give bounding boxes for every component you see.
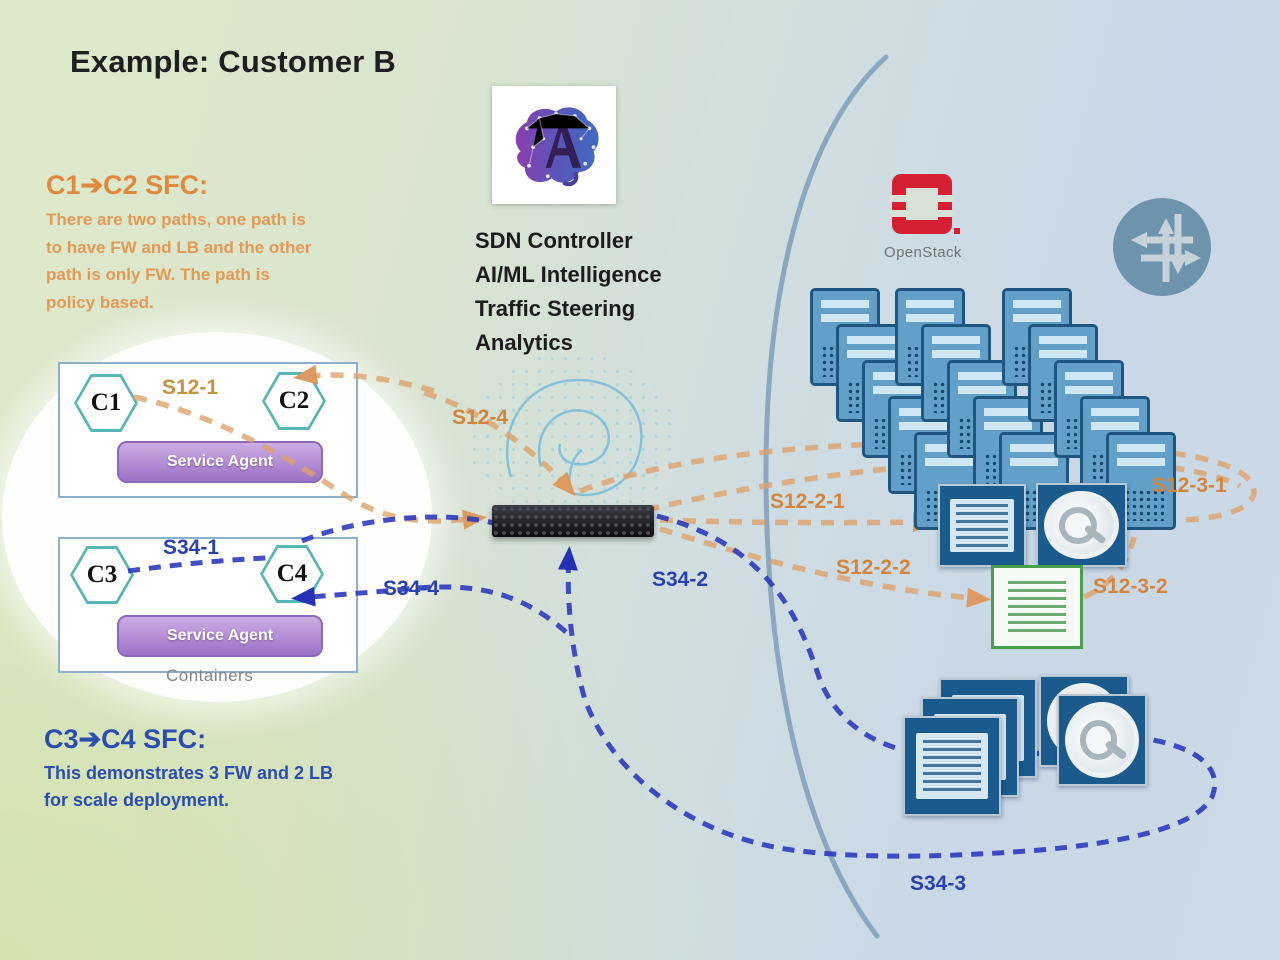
sfc-c12-description: There are two paths, one path is to have… xyxy=(46,210,312,312)
path-s34-2-3-loop xyxy=(557,513,1218,859)
path-label-s34-4: S34-4 xyxy=(383,577,440,600)
path-s12-3-1-loop-upper xyxy=(579,439,1257,523)
page-title: Example: Customer B xyxy=(70,44,396,79)
juniper-logo-icon xyxy=(1113,198,1211,296)
path-label-s34-2: S34-2 xyxy=(652,568,709,591)
path-label-s12-4: S12-4 xyxy=(452,406,509,429)
path-label-s12-2-1: S12-2-1 xyxy=(770,490,845,513)
firewall-icon xyxy=(903,716,1001,816)
path-s12-2-2-to-green-fw xyxy=(659,526,991,608)
openstack-label: OpenStack xyxy=(884,244,962,261)
path-label-s34-1: S34-1 xyxy=(163,536,220,559)
path-s12-return-to-c2 xyxy=(293,364,435,394)
path-s12-3-2-green-fw-to-lb xyxy=(1082,536,1137,600)
sfc-c34-heading: C3➔C4 SFC: xyxy=(44,724,207,754)
path-s12-2-1-to-fw xyxy=(659,512,937,533)
cloud-boundary-arc xyxy=(763,54,889,939)
path-s12-c1-to-switch xyxy=(133,394,487,530)
path-label-s34-3: S34-3 xyxy=(910,872,967,895)
brain-ai-logo-icon xyxy=(492,86,616,204)
path-label-s12-2-2: S12-2-2 xyxy=(836,556,911,579)
path-label-s12-3-1: S12-3-1 xyxy=(1152,474,1227,497)
path-s34-4-to-c4 xyxy=(291,584,568,634)
sfc-c12-heading: C1➔C2 SFC: xyxy=(46,170,209,200)
path-s34-c4-to-switch xyxy=(301,514,495,544)
containers-label: Containers xyxy=(166,666,254,685)
path-label-s12-3-2: S12-3-2 xyxy=(1093,575,1168,598)
path-s34-1-c3-to-c4 xyxy=(127,555,267,574)
network-switch-icon xyxy=(492,505,654,537)
load-balancer-icon xyxy=(1036,483,1127,567)
openstack-icon xyxy=(890,174,960,234)
path-label-s12-1: S12-1 xyxy=(162,376,219,399)
server-icon xyxy=(1106,432,1176,530)
sdn-controller-caption: SDN Controller AI/ML Intelligence Traffi… xyxy=(475,228,662,356)
sfc-c34-description: This demonstrates 3 FW and 2 LB for scal… xyxy=(44,763,334,810)
service-agent-bar-2: Service Agent xyxy=(117,615,323,657)
firewall-icon xyxy=(938,484,1026,567)
firewall-green-icon xyxy=(991,565,1083,649)
load-balancer-icon xyxy=(1057,694,1147,786)
